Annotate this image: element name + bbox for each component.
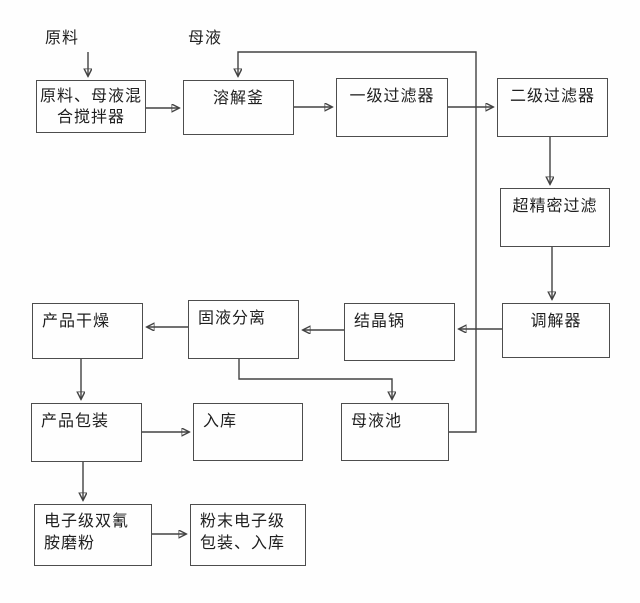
node-warehouse: 入库: [193, 403, 303, 461]
node-powder-packaging: 粉末电子级 包装、入库: [190, 504, 306, 566]
node-packaging: 产品包装: [31, 403, 142, 462]
node-crystallizer: 结晶锅: [344, 303, 455, 361]
node-filter1: 一级过滤器: [336, 78, 448, 137]
label-mother-liquor: 母液: [188, 30, 223, 47]
node-mother-liquor-pool: 母液池: [341, 403, 449, 461]
node-dissolver: 溶解釜: [183, 80, 294, 135]
node-grinder: 电子级双氰 胺磨粉: [34, 504, 152, 566]
label-raw-material: 原料: [45, 30, 80, 47]
node-filter2: 二级过滤器: [497, 78, 608, 137]
node-separator: 固液分离: [188, 300, 299, 359]
node-mixer: 原料、母液混 合搅拌器: [36, 80, 146, 133]
node-ultrafilter: 超精密过滤: [500, 188, 610, 247]
arrow-separator-to-mother-liquor-pool: [238, 359, 392, 399]
node-dryer: 产品干燥: [32, 303, 143, 359]
node-regulator: 调解器: [502, 303, 610, 358]
